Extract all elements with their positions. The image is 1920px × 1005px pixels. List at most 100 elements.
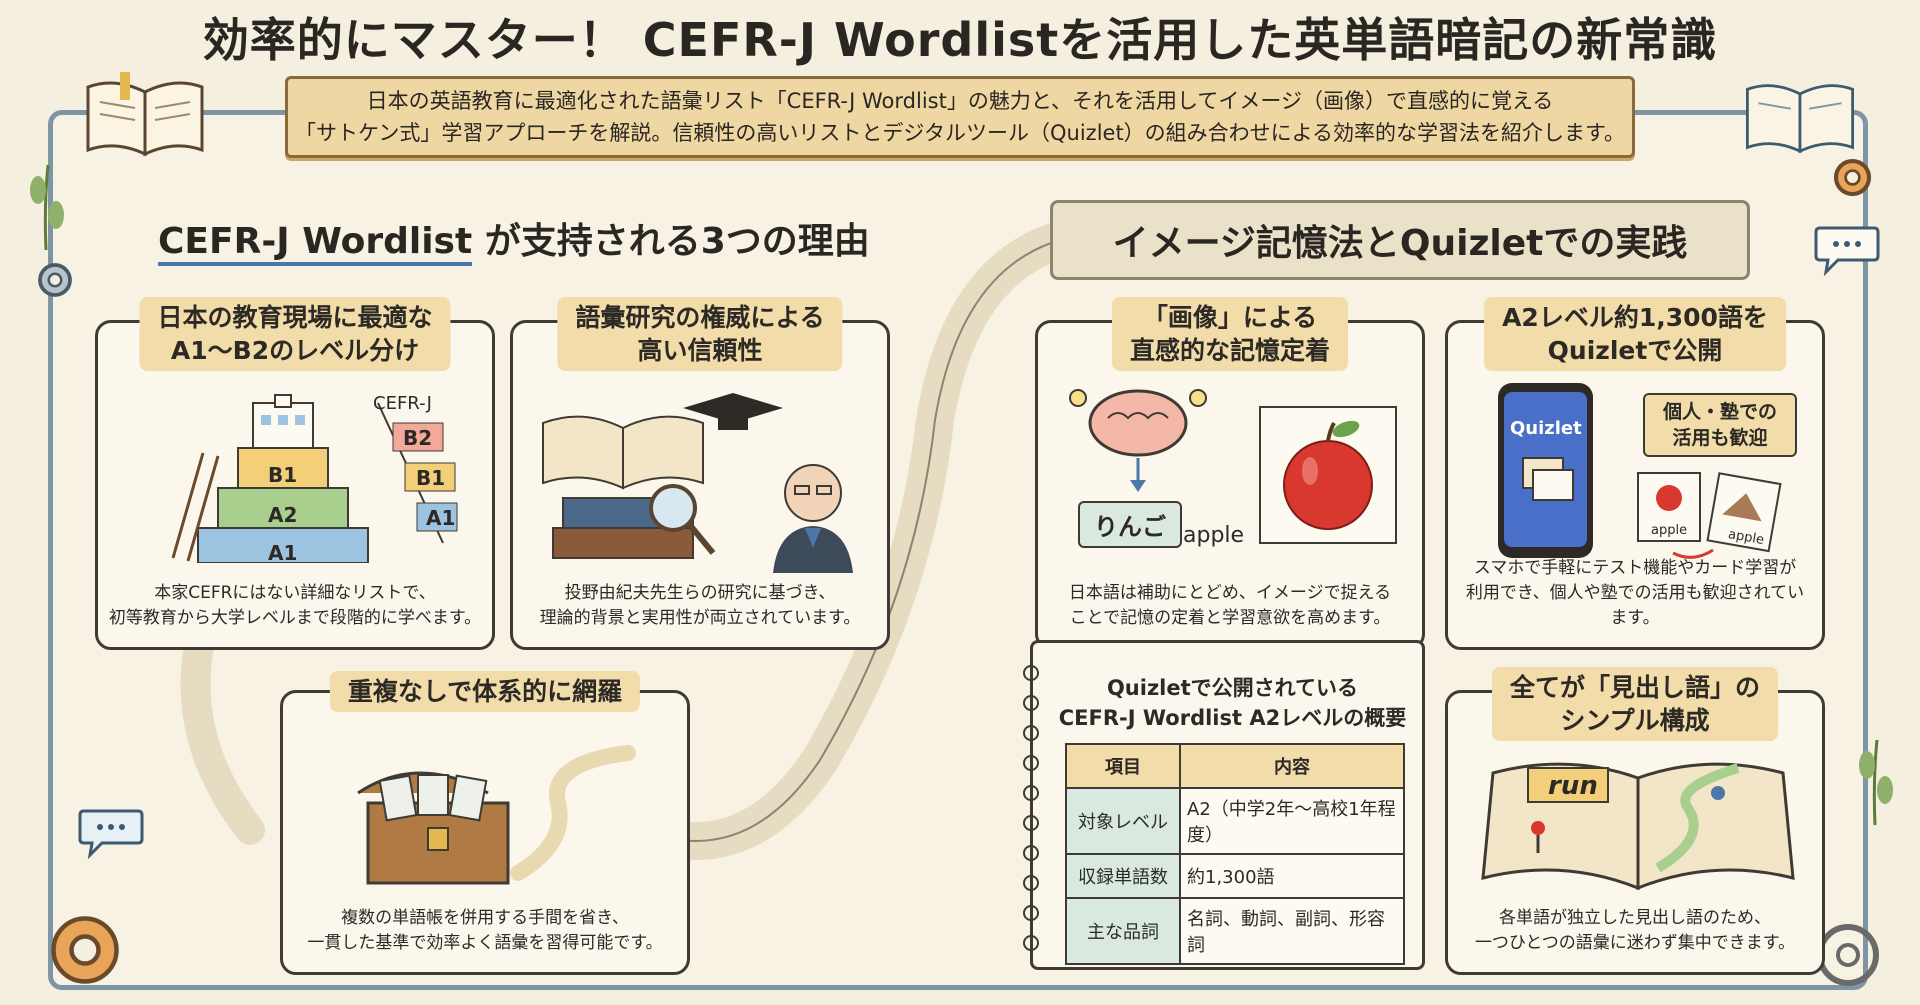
card-description: 本家CEFRにはない詳細なリストで、 初等教育から大学レベルまで段階的に学べます… [108,581,482,631]
card-headword: 全てが「見出し語」の シンプル構成 run 各単語が独立した見出し語のため、 一… [1445,667,1825,975]
card-title-line-1: 「画像」による [1142,303,1318,332]
card-title: 重複なしで体系的に網羅 [329,671,641,712]
left-section-title-rest: が支持される3つの理由 [472,221,870,262]
notebook-title: Quizletで公開されている CEFR-J Wordlist A2レベルの概要 [1053,673,1412,733]
card-desc-line-1: 投野由紀夫先生らの研究に基づき、 [564,583,836,603]
a2-summary-table: 項目 内容 対象レベル A2（中学2年〜高校1年程度） 収録単語数 約1,300… [1065,743,1405,965]
card-title-line-2: 高い信頼性 [637,336,763,365]
open-book-icon [1746,84,1854,154]
card-description: スマホで手軽にテスト機能やカード学習が 利用でき、個人や塾での活用も歓迎されてい… [1458,556,1812,631]
banner-line-1: 日本の英語教育に最適化された語彙リスト「CEFR-J Wordlist」の魅力と… [366,89,1554,113]
cefrj-level-a1: A1 [426,506,456,530]
card-desc-line-2: 利用でき、個人や塾での活用も歓迎されています。 [1465,583,1805,628]
card-comprehensive: 重複なしで体系的に網羅 複数の単語帳を併用する手間を省き、 一貫した基準で効率よ… [280,671,690,975]
quizlet-app-name: Quizlet [1510,418,1582,439]
japanese-word-card: りんご [1078,501,1182,548]
flashcard-word-1: apple [1651,523,1688,538]
cefrj-level-b2: B2 [403,426,433,450]
summary-banner: 日本の英語教育に最適化された語彙リスト「CEFR-J Wordlist」の魅力と… [285,76,1635,158]
card-desc-line-2: ことで記憶の定着と学習意欲を高めます。 [1069,608,1391,628]
card-description: 各単語が独立した見出し語のため、 一つひとつの語彙に迷わず集中できます。 [1458,906,1812,956]
card-title-line-1: A2レベル約1,300語を [1502,303,1768,332]
leaf-icon [30,164,64,250]
table-cell-value: 約1,300語 [1179,853,1405,899]
speech-bubble-icon [1814,226,1880,277]
card-title: 全てが「見出し語」の シンプル構成 [1491,667,1779,741]
card-desc-line-1: 本家CEFRにはない詳細なリストで、 [154,583,436,603]
cefrj-scale-title: CEFR-J [373,393,432,414]
gear-icon [38,263,72,297]
card-desc-line-2: 一つひとつの語彙に迷わず集中できます。 [1474,933,1796,953]
card-title-line-2: A1〜B2のレベル分け [170,336,420,365]
card-quizlet: A2レベル約1,300語を Quizletで公開 Quizlet 個人・塾での … [1445,297,1825,650]
table-header-content: 内容 [1179,743,1405,789]
cefrj-level-b1: B1 [416,466,446,490]
card-title-line-2: 直感的な記憶定着 [1129,336,1331,365]
card-level-division: 日本の教育現場に最適な A1〜B2のレベル分け B1 A2 A1 CEFR-J … [95,297,495,650]
pyramid-level-a2: A2 [268,503,298,527]
open-book-icon [86,72,204,157]
card-title-line-2: シンプル構成 [1560,706,1710,735]
card-title: 語彙研究の権威による 高い信頼性 [557,297,843,371]
card-desc-line-2: 理論的背景と実用性が両立されています。 [539,608,861,628]
table-cell-key: 収録単語数 [1065,853,1181,899]
leaf-icon [1859,739,1893,826]
notebook-title-line-1: Quizletで公開されている [1106,676,1359,700]
card-title-line-1: 語彙研究の権威による [575,303,825,332]
table-header-item: 項目 [1065,743,1181,789]
page-title: 効率的にマスター！ CEFR-J Wordlistを活用した英単語暗記の新常識 [202,13,1718,67]
card-title: A2レベル約1,300語を Quizletで公開 [1484,297,1786,371]
table-cell-key: 対象レベル [1065,787,1181,855]
table-row: 収録単語数 約1,300語 [1065,853,1405,899]
card-desc-line-1: スマホで手軽にテスト機能やカード学習が [1473,558,1797,578]
treasure-chest-icon [357,745,636,885]
open-book-icon [1481,762,1795,891]
card-title-line-1: 全てが「見出し語」の [1509,673,1761,702]
speech-bubble-icon [78,809,144,860]
card-desc-line-1: 各単語が独立した見出し語のため、 [1499,908,1771,928]
card-title-line-1: 日本の教育現場に最適な [157,303,433,332]
table-row: 対象レベル A2（中学2年〜高校1年程度） [1065,787,1405,855]
table-header-row: 項目 内容 [1065,743,1405,789]
card-description: 複数の単語帳を併用する手間を省き、 一貫した基準で効率よく語彙を習得可能です。 [293,906,677,956]
card-title: 「画像」による 直感的な記憶定着 [1111,297,1349,371]
badge-line-2: 活用も歓迎 [1672,427,1768,449]
level-pyramid-illustration [171,394,458,563]
right-section-title: イメージ記憶法とQuizletでの実践 [1050,200,1750,280]
gear-icon [51,916,119,984]
magnifier-icon [649,484,697,532]
banner-line-2: 「サトケン式」学習アプローチを解説。信頼性の高いリストとデジタルツール（Quiz… [295,121,1625,145]
card-desc-line-1: 複数の単語帳を併用する手間を省き、 [341,908,629,928]
a2-summary-notebook: Quizletで公開されている CEFR-J Wordlist A2レベルの概要… [1023,640,1425,970]
card-title-line-1: 重複なしで体系的に網羅 [347,677,623,706]
flashcards-illustration [1637,472,1782,559]
table-row: 主な品詞 名詞、動詞、副詞、形容詞 [1065,897,1405,965]
pyramid-level-a1: A1 [268,541,298,565]
card-desc-line-1: 日本語は補助にとどめ、イメージで捉える [1068,583,1392,603]
card-reliability: 語彙研究の権威による 高い信頼性 投野由紀夫先生らの研究に基づき、 理論的背景と… [510,297,890,650]
card-description: 日本語は補助にとどめ、イメージで捉える ことで記憶の定着と学習意欲を高めます。 [1048,581,1412,631]
card-desc-line-2: 初等教育から大学レベルまで段階的に学べます。 [108,608,482,628]
card-description: 投野由紀夫先生らの研究に基づき、 理論的背景と実用性が両立されています。 [523,581,877,631]
books-and-scholar-illustration [542,393,853,573]
apple-icon [1259,406,1397,544]
brain-icon [1069,389,1207,492]
table-cell-key: 主な品詞 [1065,897,1181,965]
smartphone-icon [1498,383,1593,558]
english-word-label: apple [1183,523,1245,548]
card-desc-line-2: 一貫した基準で効率よく語彙を習得可能です。 [307,933,663,953]
card-title: 日本の教育現場に最適な A1〜B2のレベル分け [139,297,451,371]
headword-run: run [1548,771,1598,801]
graduation-cap-icon [683,393,783,423]
card-image-memory: 「画像」による 直感的な記憶定着 りんご apple 日本語は補助にとどめ、イメ… [1035,297,1425,650]
card-title-line-2: Quizletで公開 [1547,336,1723,365]
badge-line-1: 個人・塾での [1662,401,1777,423]
notebook-rings [1023,665,1039,951]
left-section-title-highlight: CEFR-J Wordlist [158,221,473,266]
gear-icon [1833,158,1872,197]
left-section-title: CEFR-J Wordlist が支持される3つの理由 [158,212,870,266]
notebook-title-line-2: CEFR-J Wordlist A2レベルの概要 [1058,706,1407,730]
welcome-badge: 個人・塾での 活用も歓迎 [1643,393,1797,457]
table-cell-value: A2（中学2年〜高校1年程度） [1179,787,1405,855]
